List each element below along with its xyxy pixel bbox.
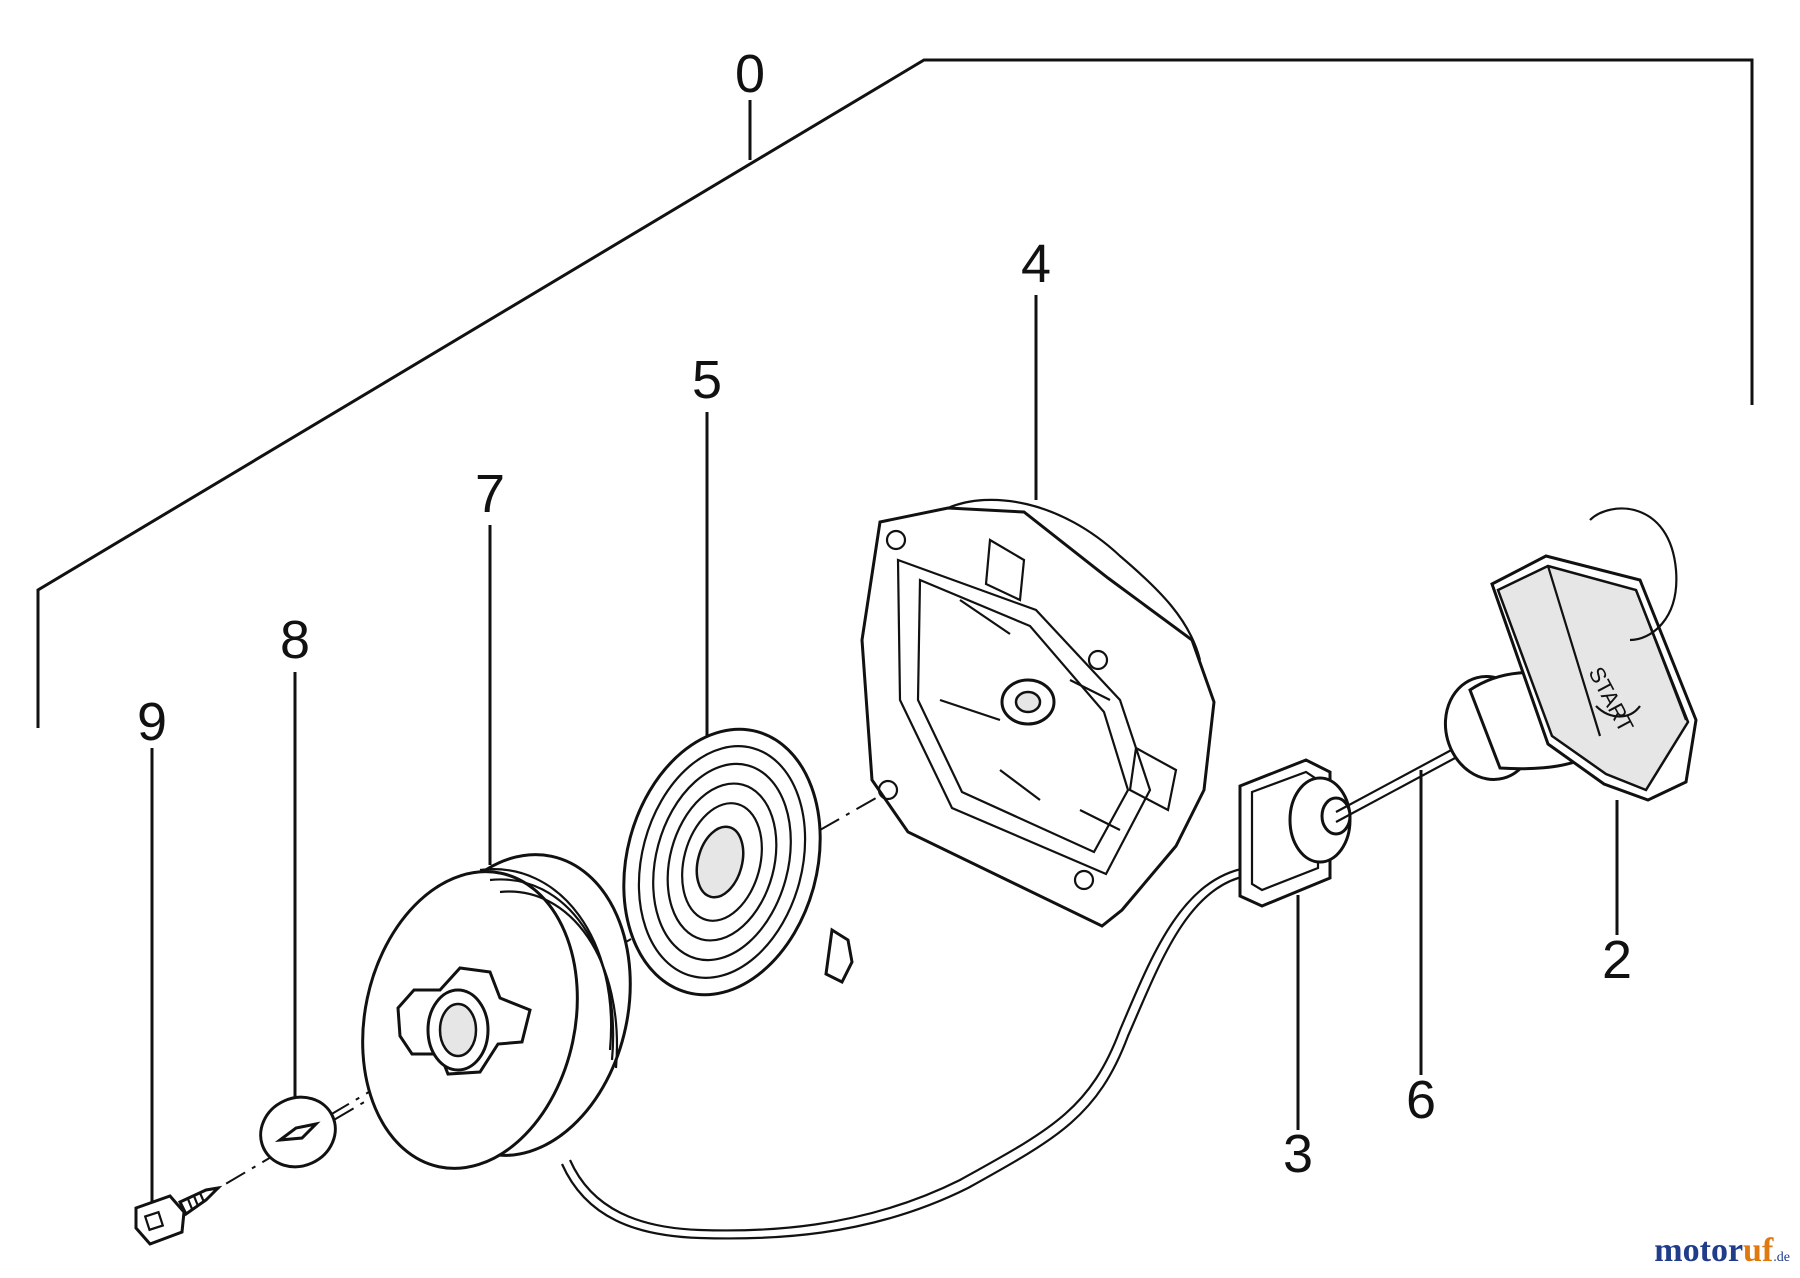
washer-part [259,1095,337,1169]
recoil-spring-part [622,727,854,997]
leader-lines [150,295,1619,1215]
screw-part [134,1185,223,1246]
site-watermark: motoruf.de [1654,1232,1790,1270]
watermark-tld: .de [1773,1250,1790,1265]
rope-segment-part [1335,739,1471,823]
starter-housing-part [860,498,1216,928]
callout-5: 5 [692,350,722,410]
starter-rope [560,866,1247,1240]
callout-3: 3 [1283,1124,1313,1184]
callout-7: 7 [475,464,505,524]
callout-9: 9 [137,692,167,752]
pulley-reel-part [361,853,632,1170]
watermark-accent: uf [1743,1232,1774,1269]
callout-8: 8 [280,610,310,670]
callout-2: 2 [1602,930,1632,990]
starter-handle-part: START [1443,507,1698,802]
rope-guide-part [1238,758,1352,908]
watermark-main: motor [1654,1232,1744,1269]
callout-labels: 0 4 5 7 8 9 2 6 3 [137,44,1632,1184]
callout-4: 4 [1021,234,1051,294]
assembly-bracket [36,58,1754,728]
callout-6: 6 [1406,1070,1436,1130]
callout-0: 0 [735,44,765,104]
